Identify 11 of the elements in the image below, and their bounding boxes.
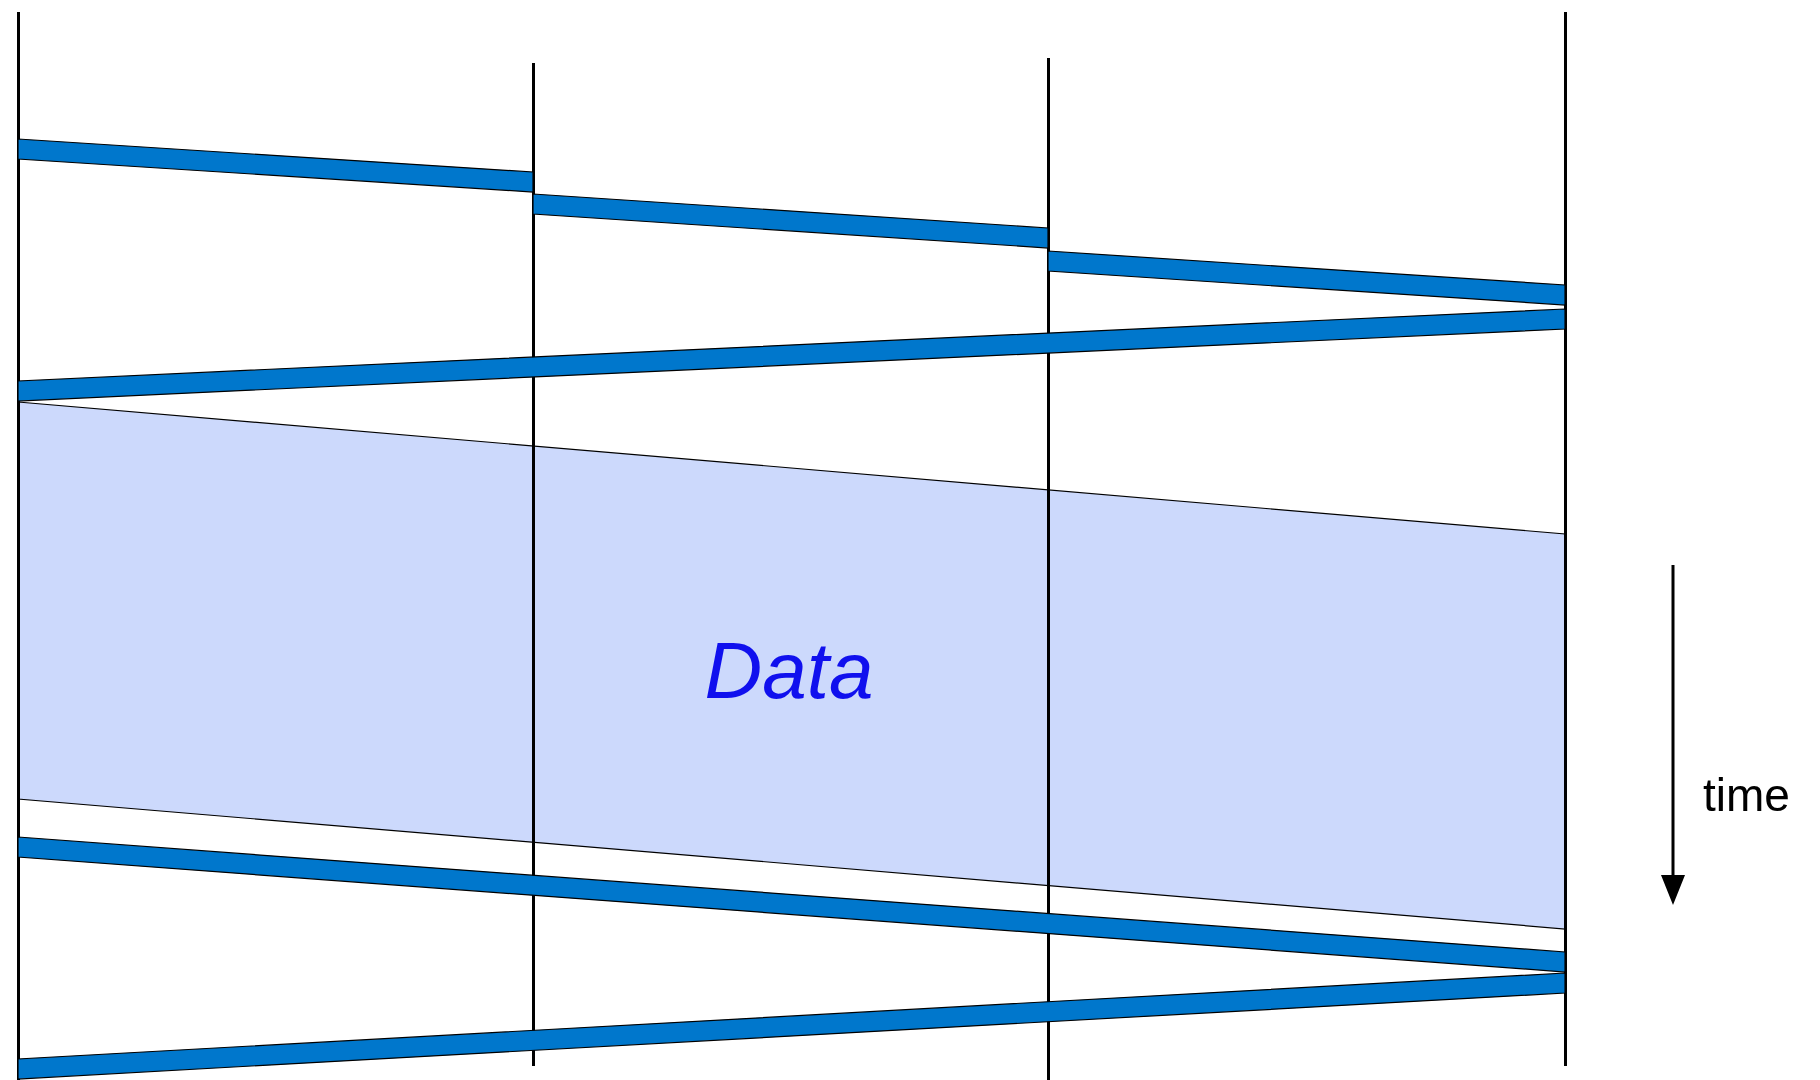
time-label: time [1703, 772, 1790, 818]
lifeline [531, 63, 535, 1066]
message-band [1047, 250, 1566, 306]
lifeline [1046, 58, 1050, 1080]
message-band [17, 308, 1566, 402]
message-band [532, 193, 1049, 249]
message-band [17, 138, 534, 193]
data-label: Data [704, 631, 874, 711]
lifeline [1563, 12, 1567, 1066]
message-band [17, 836, 1566, 973]
message-band [17, 972, 1566, 1080]
